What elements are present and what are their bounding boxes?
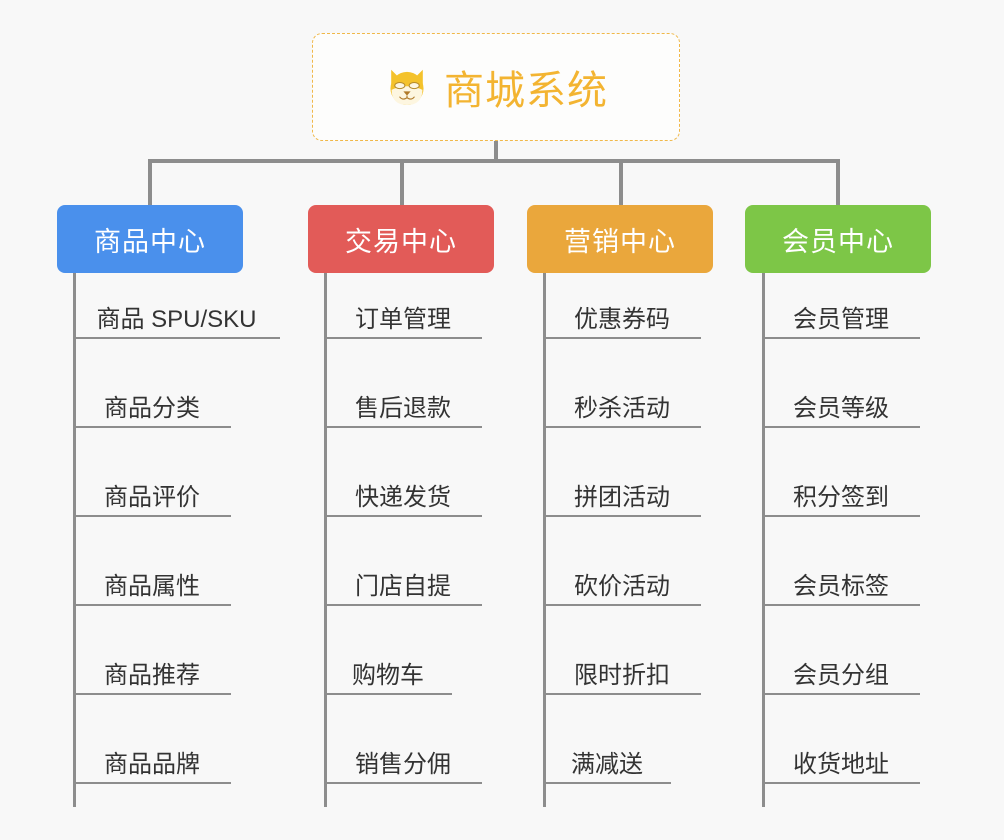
category-label: 会员中心 (782, 226, 894, 257)
leaf-item[interactable]: 会员标签 (762, 558, 920, 606)
category-box-marketing-center[interactable]: 营销中心 (527, 205, 713, 273)
leaf-item[interactable]: 积分签到 (762, 469, 920, 517)
leaf-item[interactable]: 商品推荐 (73, 647, 231, 695)
leaf-label: 限时折扣 (574, 661, 670, 689)
leaf-label: 售后退款 (355, 394, 451, 422)
leaf-item[interactable]: 优惠券码 (543, 291, 701, 339)
leaf-label: 会员等级 (793, 394, 889, 422)
leaf-label: 商品推荐 (104, 661, 200, 689)
branch-spine (73, 273, 76, 807)
leaf-label: 商品评价 (104, 483, 200, 511)
connector-bus (148, 159, 840, 163)
category-label: 交易中心 (345, 226, 457, 257)
connector-drop-trade-center (400, 159, 404, 207)
leaf-label: 优惠券码 (574, 305, 670, 333)
leaf-label: 商品 SPU/SKU (96, 305, 257, 333)
leaf-label: 秒杀活动 (574, 394, 670, 422)
leaf-item[interactable]: 会员管理 (762, 291, 920, 339)
leaf-label: 积分签到 (793, 483, 889, 511)
leaf-item[interactable]: 拼团活动 (543, 469, 701, 517)
leaf-label: 会员管理 (793, 305, 889, 333)
leaf-item[interactable]: 商品 SPU/SKU (73, 291, 280, 339)
leaf-item[interactable]: 砍价活动 (543, 558, 701, 606)
leaf-label: 购物车 (352, 661, 424, 689)
leaf-label: 砍价活动 (574, 572, 670, 600)
category-box-member-center[interactable]: 会员中心 (745, 205, 931, 273)
dog-face-icon (384, 64, 430, 110)
category-label: 商品中心 (94, 226, 206, 257)
leaf-label: 会员标签 (793, 572, 889, 600)
leaf-label: 收货地址 (793, 750, 889, 778)
leaf-label: 订单管理 (355, 305, 451, 333)
category-label: 营销中心 (564, 226, 676, 257)
leaf-label: 满减送 (571, 750, 643, 778)
leaf-label: 商品属性 (104, 572, 200, 600)
leaf-label: 快递发货 (355, 483, 451, 511)
leaf-item[interactable]: 门店自提 (324, 558, 482, 606)
category-box-trade-center[interactable]: 交易中心 (308, 205, 494, 273)
leaf-item[interactable]: 商品品牌 (73, 736, 231, 784)
leaf-item[interactable]: 会员分组 (762, 647, 920, 695)
connector-root-stub (494, 141, 498, 162)
leaf-label: 商品品牌 (104, 750, 200, 778)
leaf-label: 商品分类 (104, 394, 200, 422)
connector-drop-member-center (836, 159, 840, 207)
branch-spine (543, 273, 546, 807)
connector-drop-marketing-center (619, 159, 623, 207)
leaf-item[interactable]: 商品分类 (73, 380, 231, 428)
leaf-item[interactable]: 快递发货 (324, 469, 482, 517)
leaf-label: 销售分佣 (355, 750, 451, 778)
leaf-item[interactable]: 秒杀活动 (543, 380, 701, 428)
branch-spine (762, 273, 765, 807)
root-title: 商城系统 (444, 69, 608, 113)
category-box-product-center[interactable]: 商品中心 (57, 205, 243, 273)
leaf-label: 门店自提 (355, 572, 451, 600)
leaf-item[interactable]: 收货地址 (762, 736, 920, 784)
leaf-item[interactable]: 会员等级 (762, 380, 920, 428)
leaf-item[interactable]: 购物车 (324, 647, 452, 695)
leaf-item[interactable]: 满减送 (543, 736, 671, 784)
leaf-item[interactable]: 商品属性 (73, 558, 231, 606)
leaf-item[interactable]: 订单管理 (324, 291, 482, 339)
leaf-item[interactable]: 商品评价 (73, 469, 231, 517)
leaf-item[interactable]: 销售分佣 (324, 736, 482, 784)
connector-drop-product-center (148, 159, 152, 207)
leaf-label: 会员分组 (793, 661, 889, 689)
leaf-item[interactable]: 售后退款 (324, 380, 482, 428)
leaf-label: 拼团活动 (574, 483, 670, 511)
branch-spine (324, 273, 327, 807)
root-node[interactable]: 商城系统 (312, 33, 680, 141)
leaf-item[interactable]: 限时折扣 (543, 647, 701, 695)
